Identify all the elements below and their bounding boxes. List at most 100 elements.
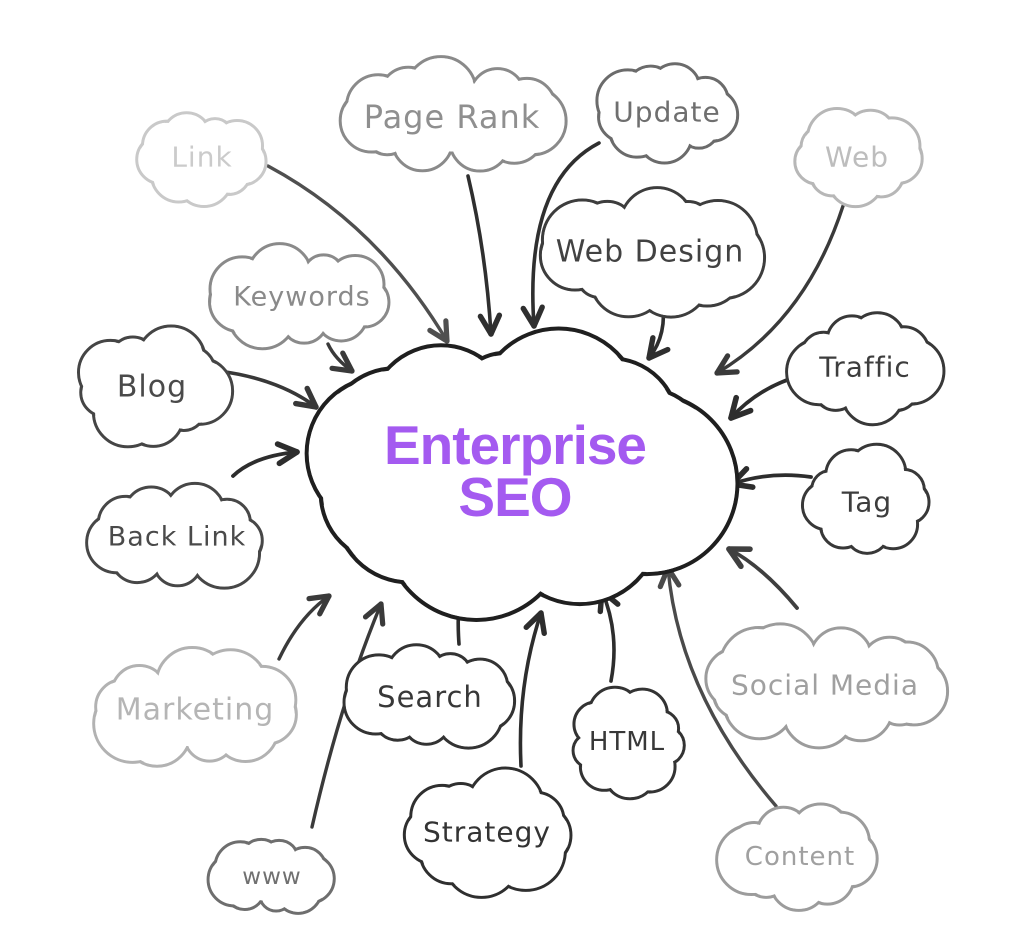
central-topic-line2: SEO: [458, 466, 572, 528]
arrow-shaft: [531, 141, 601, 328]
node-label-tag: Tag: [841, 486, 892, 519]
cloud-body: [95, 348, 209, 426]
node-cloud-social-media: Social Media: [704, 622, 950, 750]
arrow-shaft: [715, 204, 845, 375]
node-cloud-link: Link: [135, 111, 268, 209]
arrowhead-icon: [520, 305, 537, 329]
arrow-shaft: [277, 594, 331, 661]
arrowhead-icon: [714, 353, 731, 376]
arrowhead-icon: [274, 441, 300, 455]
node-label-marketing: Marketing: [116, 693, 275, 728]
node-label-web-design: Web Design: [556, 235, 745, 270]
node-cloud-page-rank: Page Rank: [338, 55, 568, 173]
arrow-from-page-rank: [466, 174, 503, 337]
arrowhead-icon: [340, 350, 355, 374]
node-cloud-enterprise-seo: [304, 326, 740, 622]
cloud-body: [423, 794, 551, 870]
arrowhead-icon: [488, 312, 503, 337]
node-label-content: Content: [745, 842, 855, 872]
arrow-shaft: [466, 174, 493, 336]
cloud-body: [564, 214, 736, 290]
node-label-page-rank: Page Rank: [364, 98, 541, 136]
cloud-body: [582, 704, 672, 780]
arrowhead-icon: [728, 407, 754, 421]
node-cloud-back-link: Back Link: [85, 481, 264, 590]
node-cloud-www: www: [206, 837, 336, 915]
cloud-body: [819, 465, 915, 539]
node-label-www: www: [242, 864, 301, 890]
node-cloud-blog: Blog: [76, 324, 235, 449]
arrow-from-strategy: [518, 610, 547, 768]
arrow-shaft: [266, 164, 449, 343]
arrow-from-marketing: [277, 593, 332, 661]
arrowhead-icon: [276, 449, 300, 467]
arrowhead-icon: [523, 610, 544, 630]
node-cloud-strategy: Strategy: [402, 766, 573, 899]
cloud-body: [614, 80, 720, 144]
arrow-from-back-link: [231, 441, 300, 478]
arrow-shaft: [727, 547, 799, 610]
arrowhead-icon: [714, 369, 740, 376]
node-label-traffic: Traffic: [818, 351, 911, 384]
arrowhead-icon: [317, 593, 332, 617]
cloud-body: [810, 331, 920, 403]
node-cloud-search: Search: [342, 643, 517, 750]
arrow-from-html: [597, 588, 621, 683]
arrowhead-icon: [646, 335, 656, 361]
node-cloud-traffic: Traffic: [785, 311, 946, 427]
cloud-body: [112, 673, 278, 747]
arrow-from-traffic: [728, 375, 798, 421]
cloud-body: [356, 384, 674, 554]
arrowhead-icon: [293, 400, 319, 410]
cloud-body: [106, 503, 248, 571]
node-label-keywords: Keywords: [233, 282, 370, 313]
node-label-update: Update: [613, 96, 720, 129]
arrowhead-icon: [378, 601, 386, 627]
arrow-shaft: [600, 589, 616, 683]
node-cloud-html: HTML: [571, 685, 686, 801]
node-cloud-keywords: Keywords: [208, 242, 391, 351]
arrowhead-icon: [304, 385, 319, 410]
node-label-social-media: Social Media: [731, 669, 919, 702]
cloud-body: [809, 127, 905, 187]
arrow-from-keywords: [326, 342, 355, 374]
arrowhead-icon: [726, 546, 744, 570]
arrow-shaft: [231, 450, 299, 478]
cloud-body: [365, 665, 495, 729]
node-cloud-content: Content: [715, 802, 879, 912]
node-cloud-web: Web: [793, 106, 924, 209]
arrow-shaft: [217, 369, 318, 409]
arrowhead-icon: [646, 346, 671, 361]
node-cloud-marketing: Marketing: [92, 646, 298, 768]
arrowhead-icon: [443, 318, 450, 344]
arrowhead-icon: [306, 593, 332, 602]
cloud-body: [153, 128, 251, 186]
arrow-from-tag: [729, 466, 813, 490]
node-label-web: Web: [825, 141, 889, 174]
node-label-strategy: Strategy: [423, 816, 551, 849]
arrow-shaft: [518, 611, 543, 768]
arrow-from-web: [714, 204, 845, 376]
node-cloud-update: Update: [595, 62, 740, 165]
cloud-body: [227, 852, 317, 902]
arrow-shaft: [666, 566, 778, 808]
node-label-link: Link: [171, 141, 232, 174]
central-topic-line1: Enterprise: [383, 413, 647, 476]
arrowhead-icon: [728, 394, 740, 421]
arrowhead-icon: [477, 313, 494, 337]
arrowhead-icon: [427, 327, 450, 344]
node-label-blog: Blog: [117, 370, 187, 405]
cloud-body: [723, 648, 927, 722]
arrow-from-update: [520, 141, 601, 329]
node-label-html: HTML: [589, 727, 665, 757]
arrowhead-icon: [362, 601, 384, 620]
cloud-body: [742, 823, 858, 891]
arrow-from-blog: [217, 369, 319, 410]
arrow-shaft: [730, 473, 813, 486]
arrow-from-link: [266, 164, 450, 344]
central-topic-label: Enterprise SEO: [383, 413, 647, 528]
node-label-back-link: Back Link: [108, 522, 246, 553]
cloud-body: [361, 82, 543, 152]
